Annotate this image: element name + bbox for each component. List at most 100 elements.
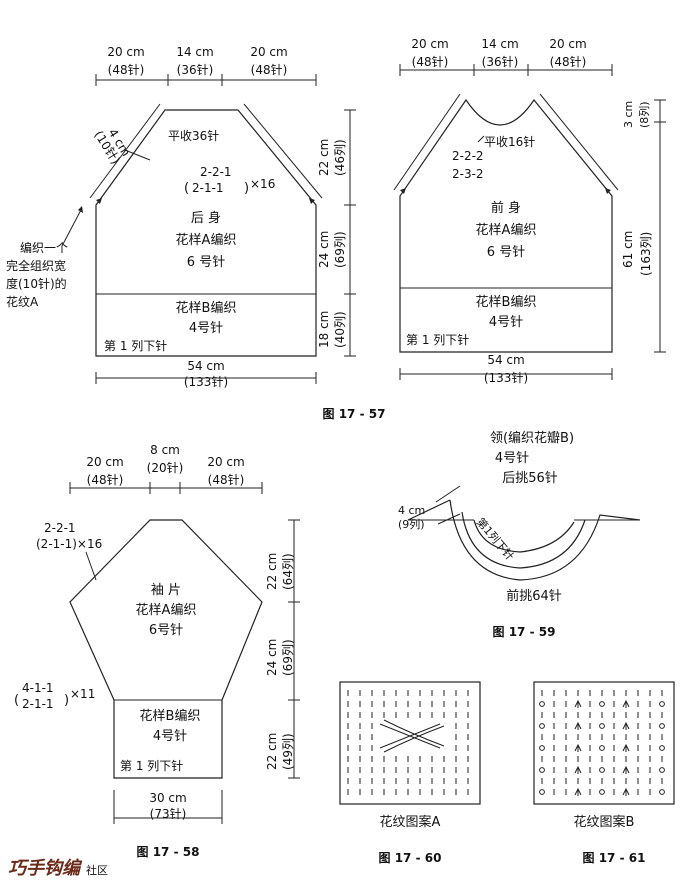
front-cast-on: 第 1 列下针 — [406, 332, 469, 347]
sleeve-dec-top-a: 2-2-1 — [44, 521, 76, 535]
collar-depth-st: (9列) — [398, 517, 425, 531]
logo-text: 巧手钩编 — [8, 858, 83, 879]
decrease-mark — [574, 765, 582, 774]
sleeve-needle-a: 6号针 — [149, 623, 183, 638]
sleeve-top-width-2-cm: 8 cm — [150, 443, 180, 457]
front-neck-depth-cm: 3 cm — [622, 101, 635, 128]
front-top-width-1-st: (48针) — [412, 54, 449, 69]
sleeve-pattern-b: 花样B编织 — [140, 708, 201, 724]
decrease-mark — [622, 787, 630, 796]
front-name: 前 身 — [491, 200, 521, 216]
front-dec-1: 2-2-2 — [452, 149, 484, 163]
decrease-mark — [622, 721, 630, 730]
front-top-width-2-st: (36针) — [482, 54, 519, 69]
back-pattern-b: 花样B编织 — [176, 300, 237, 316]
svg-text:): ) — [64, 693, 69, 708]
yarn-over-mark — [599, 723, 605, 729]
back-name: 后 身 — [191, 210, 221, 226]
back-height-1-st: (46列) — [333, 139, 347, 176]
sleeve-cast-on: 第 1 列下针 — [120, 758, 183, 773]
front-width-cm: 54 cm — [487, 353, 524, 367]
back-pattern-a: 花样A编织 — [176, 232, 237, 248]
back-height-1-cm: 22 cm — [317, 139, 331, 176]
sleeve-needle-b: 4号针 — [153, 729, 187, 744]
back-note-1: 编织一个 — [20, 240, 68, 255]
front-needle-b: 4号针 — [489, 315, 523, 330]
sleeve-width-cm: 30 cm — [149, 791, 186, 805]
sleeve-dec-bot-times: ×11 — [70, 687, 95, 701]
yarn-over-mark — [659, 701, 665, 707]
back-height-2-st: (69列) — [333, 231, 347, 268]
sleeve-top-width-1-cm: 20 cm — [86, 455, 123, 469]
sleeve-height-3-cm: 22 cm — [265, 733, 279, 770]
back-top-width-3-st: (48针) — [251, 62, 288, 77]
fig-17-59-caption: 图 17 - 59 — [493, 625, 556, 639]
yarn-over-mark — [599, 767, 605, 773]
fig-17-57-caption: 图 17 - 57 — [323, 407, 386, 421]
decrease-mark — [622, 765, 630, 774]
front-top-width-1-cm: 20 cm — [411, 37, 448, 51]
sleeve-pattern-a: 花样A编织 — [136, 602, 197, 618]
back-note-3: 度(10针)的 — [6, 276, 67, 291]
sleeve-outline — [69, 519, 263, 779]
back-note-4: 花纹A — [6, 294, 39, 309]
back-cast-on: 第 1 列下针 — [104, 338, 167, 353]
svg-text:): ) — [244, 181, 249, 196]
site-logo-watermark: 巧手钩编 社区 — [8, 858, 108, 879]
back-piece-diagram: 20 cm (48针) 14 cm (36针) 20 cm (48针) 4 cm… — [6, 45, 356, 389]
sleeve-height-2-cm: 24 cm — [265, 639, 279, 676]
collar-back-pick: 后挑56针 — [502, 471, 558, 486]
sleeve-dec-bot-b: 2-1-1 — [22, 697, 54, 711]
back-top-width-2-cm: 14 cm — [176, 45, 213, 59]
collar-depth-cm: 4 cm — [398, 504, 425, 517]
decrease-mark — [574, 721, 582, 730]
collar-front-pick: 前挑64针 — [506, 588, 562, 604]
sleeve-top-width-3-st: (48针) — [208, 472, 245, 487]
yarn-over-mark — [539, 767, 545, 773]
back-top-width-2-st: (36针) — [177, 62, 214, 77]
decrease-mark — [574, 787, 582, 796]
front-pattern-a: 花样A编织 — [476, 222, 537, 238]
yarn-over-mark — [539, 745, 545, 751]
yarn-over-mark — [539, 701, 545, 707]
yarn-over-mark — [659, 767, 665, 773]
front-total-height-st: (163列) — [639, 232, 653, 276]
front-top-width-2-cm: 14 cm — [481, 37, 518, 51]
pattern-b-chart: 花纹图案B — [533, 681, 675, 830]
sleeve-height-2-st: (69列) — [281, 639, 295, 676]
collar-needle: 4号针 — [495, 451, 529, 466]
front-neck-depth-st: (8列) — [637, 101, 651, 128]
front-outline — [399, 98, 613, 353]
back-height-2-cm: 24 cm — [317, 231, 331, 268]
back-height-3-cm: 18 cm — [317, 311, 331, 348]
sleeve-height-3-st: (49列) — [281, 733, 295, 770]
back-width-st: (133针) — [184, 374, 228, 389]
pattern-a-cable — [379, 719, 445, 753]
back-top-width-3-cm: 20 cm — [250, 45, 287, 59]
sleeve-diagram: 20 cm (48针) 8 cm (20针) 20 cm (48针) 2-2-1… — [14, 443, 300, 824]
back-needle-b: 4号针 — [189, 321, 223, 336]
pattern-a-label: 花纹图案A — [380, 814, 441, 830]
back-top-width-1-cm: 20 cm — [107, 45, 144, 59]
sleeve-height-1-st: (64列) — [281, 553, 295, 590]
sleeve-top-width-1-st: (48针) — [87, 472, 124, 487]
yarn-over-mark — [659, 723, 665, 729]
yarn-over-mark — [659, 745, 665, 751]
sleeve-width-st: (73针) — [150, 806, 187, 821]
yarn-over-mark — [599, 745, 605, 751]
back-height-3-st: (40列) — [333, 311, 347, 348]
fig-17-58-caption: 图 17 - 58 — [137, 845, 200, 859]
svg-text:(: ( — [184, 181, 189, 196]
yarn-over-mark — [539, 789, 545, 795]
sleeve-top-width-3-cm: 20 cm — [207, 455, 244, 469]
front-top-width-3-cm: 20 cm — [549, 37, 586, 51]
svg-text:(: ( — [14, 693, 19, 708]
decrease-mark — [574, 699, 582, 708]
sleeve-name: 袖 片 — [151, 583, 181, 598]
sleeve-top-width-2-st: (20针) — [147, 460, 184, 475]
yarn-over-mark — [599, 701, 605, 707]
collar-diagram: 领(编织花瓣B) 4号针 后挑56针 4 cm (9列) 第1列下针 前挑64针 — [398, 430, 641, 604]
back-dec-a: 2-2-1 — [200, 165, 232, 179]
decrease-mark — [622, 699, 630, 708]
sleeve-dec-top-b: (2-1-1)×16 — [36, 537, 102, 551]
